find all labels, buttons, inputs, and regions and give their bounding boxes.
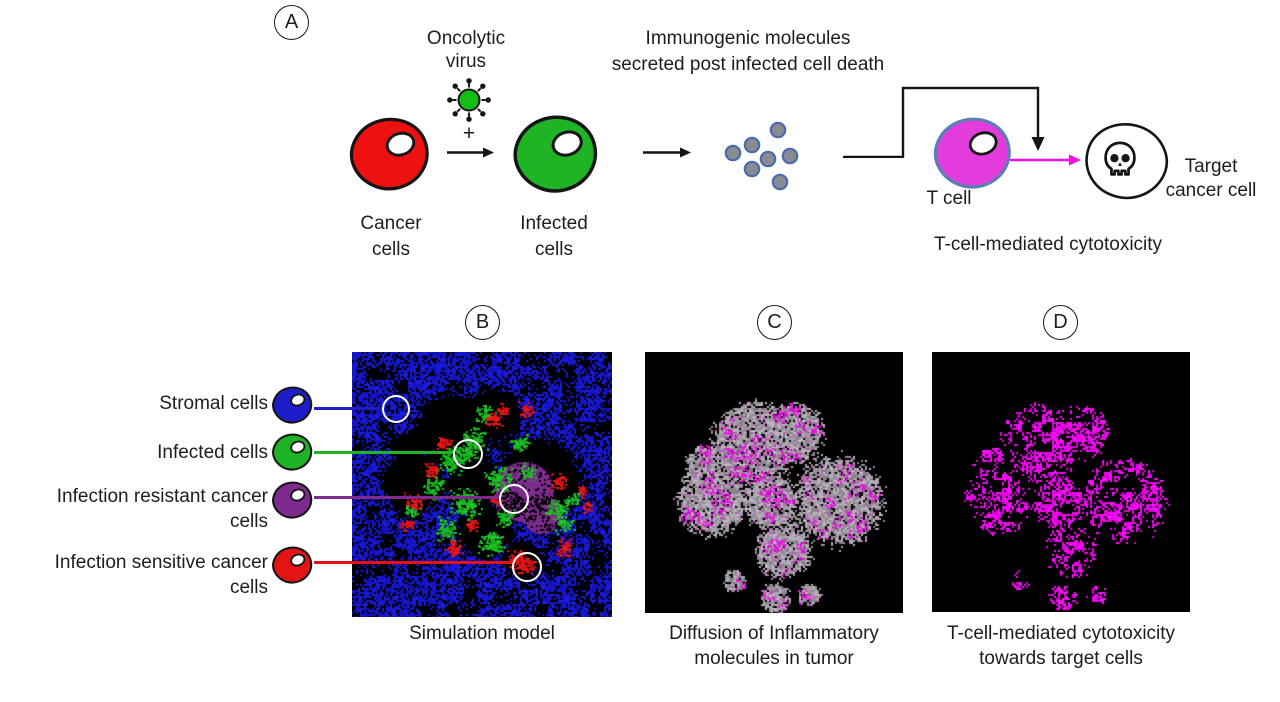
- infected-cells-line1: Infected: [520, 213, 588, 234]
- annotation-circle-infected: [453, 439, 483, 469]
- annotation-circle-stromal: [382, 395, 410, 423]
- t-cell-label: T cell: [926, 188, 972, 209]
- legend-sensitive-line2: cells: [229, 577, 268, 598]
- oncolytic-virus-label-line1: Oncolytic: [426, 28, 506, 49]
- legend-line-stromal: [314, 407, 384, 410]
- legend-label-stromal: Stromal cells: [159, 391, 268, 416]
- oncolytic-virus-icon: [447, 78, 491, 122]
- sensitive-cancer-cell-icon: [272, 546, 313, 584]
- simulation-model-image: [352, 352, 612, 617]
- cancer-cells-line2: cells: [371, 239, 410, 260]
- legend-infected-line1: Infected cells: [157, 442, 268, 463]
- panel-d-letter: D: [1053, 311, 1068, 333]
- caption-diffusion-line1: Diffusion of Inflammatory: [669, 623, 879, 644]
- caption-diffusion: Diffusion of Inflammatory molecules in t…: [669, 621, 879, 671]
- target-cell-line1: Target: [1184, 156, 1238, 177]
- immunogenic-molecules-line1: Immunogenic molecules: [645, 28, 851, 49]
- panel-a-letter: A: [284, 11, 299, 33]
- panel-b-letter: B: [475, 311, 490, 333]
- immunogenic-molecules-label: Immunogenic molecules secreted post infe…: [612, 26, 885, 78]
- target-cancer-cell-label: Target cancer cell: [1166, 155, 1257, 203]
- legend-sensitive-line1: Infection sensitive cancer: [54, 552, 268, 573]
- panel-c-label: C: [757, 305, 792, 340]
- infected-cells-line2: cells: [534, 239, 574, 260]
- stromal-cell-icon: [272, 386, 313, 424]
- legend-stromal-line1: Stromal cells: [159, 393, 268, 414]
- immunogenic-molecules-line2: secreted post infected cell death: [611, 54, 885, 75]
- legend-label-resistant: Infection resistant cancer cells: [57, 484, 268, 534]
- cancer-cell-icon: [349, 117, 429, 191]
- annotation-circle-resistant: [499, 484, 529, 514]
- caption-simulation-model: Simulation model: [409, 623, 555, 644]
- legend-label-infected: Infected cells: [157, 440, 268, 465]
- legend-label-sensitive: Infection sensitive cancer cells: [55, 550, 268, 600]
- cytotoxicity-label: T-cell-mediated cytotoxicity: [933, 234, 1163, 255]
- legend-line-resistant: [314, 496, 501, 499]
- oncolytic-virus-label-line2: virus: [445, 51, 487, 72]
- arrow-lysis: [643, 147, 691, 158]
- panel-d-label: D: [1043, 305, 1078, 340]
- immunogenic-molecules-icon: [724, 121, 799, 191]
- legend-resistant-line2: cells: [229, 511, 268, 532]
- panel-b-label: B: [465, 305, 500, 340]
- panel-a-label: A: [274, 5, 309, 40]
- plus-sign: +: [462, 122, 476, 145]
- diffusion-image: [645, 352, 903, 613]
- caption-cytotoxicity: T-cell-mediated cytotoxicity towards tar…: [947, 621, 1175, 671]
- annotation-circle-sensitive: [512, 552, 542, 582]
- legend-resistant-line1: Infection resistant cancer: [56, 486, 268, 507]
- cytotoxicity-image: [932, 352, 1190, 612]
- infected-cell-icon: [513, 115, 598, 193]
- caption-cytotoxicity-line1: T-cell-mediated cytotoxicity: [946, 623, 1176, 644]
- infected-cells-label: Infected cells: [520, 211, 588, 263]
- resistant-cancer-cell-icon: [272, 481, 313, 519]
- caption-cytotoxicity-line2: towards target cells: [979, 648, 1143, 669]
- t-cell-icon: [933, 117, 1011, 189]
- cancer-cells-line1: Cancer: [360, 213, 422, 234]
- skull-icon: [1104, 141, 1136, 176]
- legend-infected-cell-icon: [272, 433, 313, 471]
- target-cell-line2: cancer cell: [1165, 180, 1257, 201]
- cytotoxicity-arrow: [1010, 154, 1081, 166]
- oncolytic-virus-label: Oncolytic virus: [427, 27, 505, 73]
- arrow-infection: [447, 147, 494, 158]
- legend-line-infected: [314, 451, 454, 454]
- panel-c-letter: C: [767, 311, 782, 333]
- signal-elbow-connector: [843, 86, 1045, 158]
- caption-diffusion-line2: molecules in tumor: [694, 648, 854, 669]
- legend-line-sensitive: [314, 561, 513, 564]
- cancer-cells-label: Cancer cells: [360, 211, 421, 263]
